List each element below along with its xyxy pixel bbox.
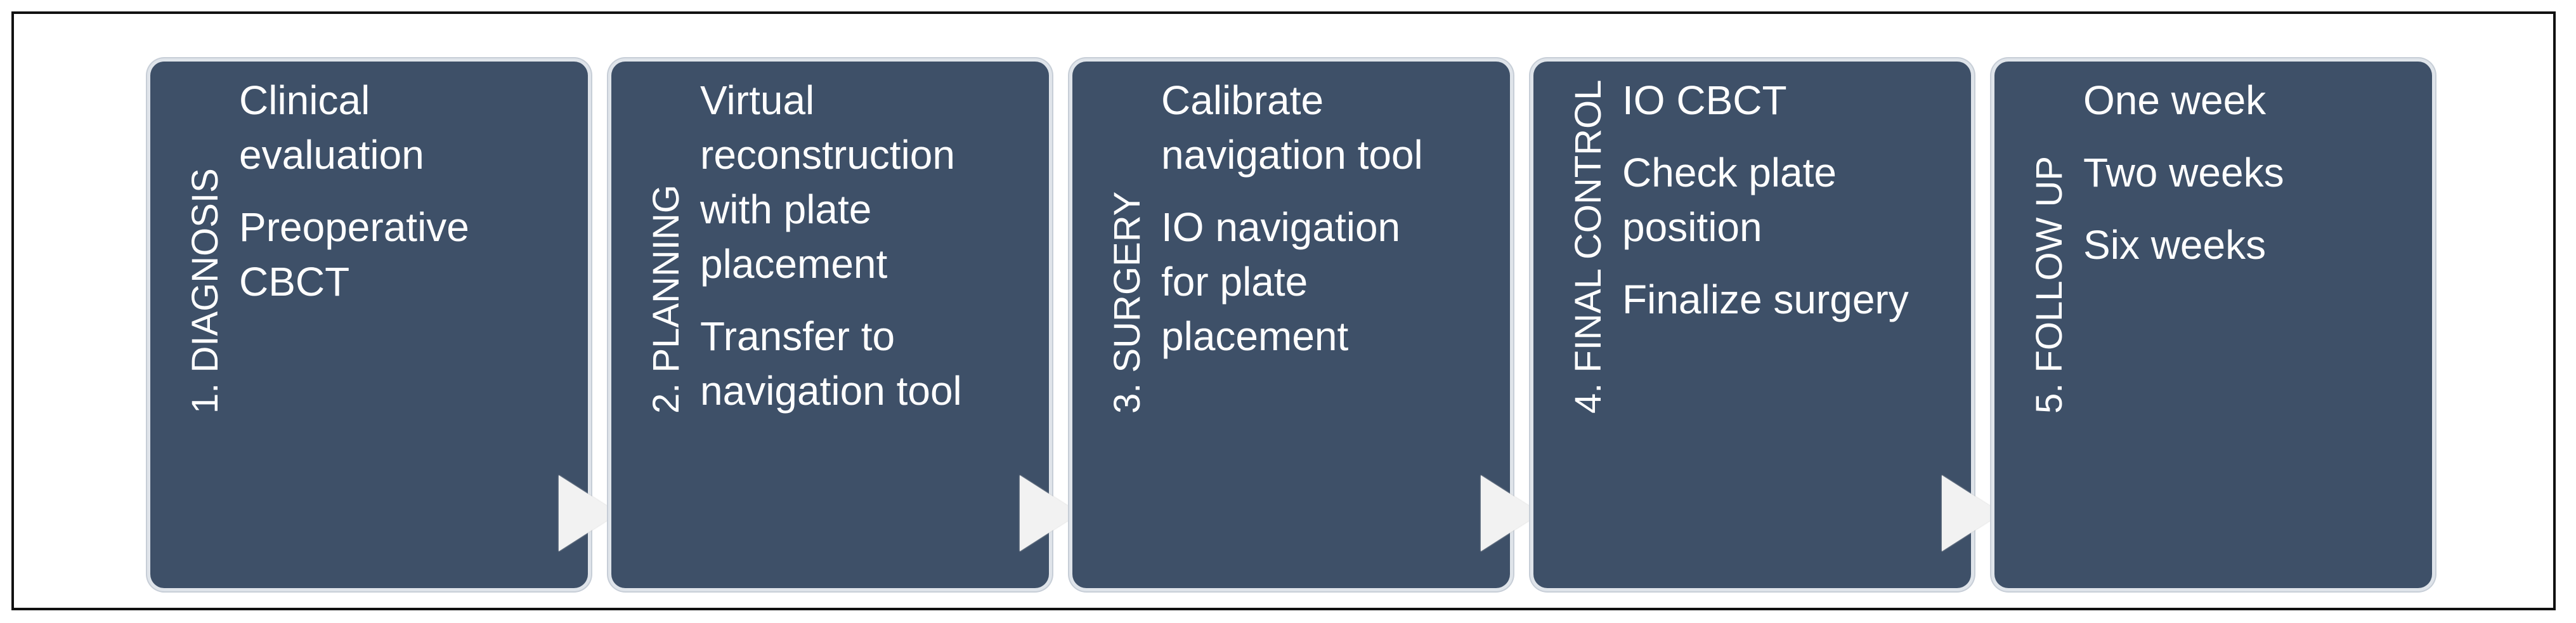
flow-arrow-icon bbox=[1020, 475, 1079, 551]
diagnosis-item-1: Clinical evaluation bbox=[239, 77, 424, 178]
step-follow-up-box: 5. FOLLOW UP One week Two weeks Six week… bbox=[1994, 62, 2432, 588]
follow-up-item-3: Six weeks bbox=[2083, 222, 2267, 268]
step-final-control-items: IO CBCT Check plate position Finalize su… bbox=[1622, 73, 1958, 344]
follow-up-item-1: One week bbox=[2083, 77, 2267, 123]
diagram-frame: 1. DIAGNOSIS Clinical evaluation Preoper… bbox=[11, 11, 2556, 610]
diagnosis-item-2: Preoperative CBCT bbox=[239, 204, 469, 305]
flow-arrow-icon bbox=[559, 475, 618, 551]
step-planning-title: 2. PLANNING bbox=[646, 185, 687, 414]
flow-arrow-icon bbox=[1481, 475, 1540, 551]
step-diagnosis-title: 1. DIAGNOSIS bbox=[185, 168, 226, 414]
surgery-item-1: Calibrate navigation tool bbox=[1161, 77, 1423, 178]
step-diagnosis-box: 1. DIAGNOSIS Clinical evaluation Preoper… bbox=[150, 62, 618, 588]
planning-item-1: Virtual reconstruction with plate placem… bbox=[700, 77, 955, 287]
surgery-item-2: IO navigation for plate placement bbox=[1161, 204, 1401, 359]
follow-up-item-2: Two weeks bbox=[2083, 150, 2284, 195]
flow-arrow-icon bbox=[1942, 475, 2001, 551]
step-final-control-title: 4. FINAL CONTROL bbox=[1568, 79, 1609, 414]
step-planning-items: Virtual reconstruction with plate placem… bbox=[700, 73, 1036, 436]
step-surgery-items: Calibrate navigation tool IO navigation … bbox=[1161, 73, 1497, 381]
final-control-item-1: IO CBCT bbox=[1622, 77, 1787, 123]
planning-item-2: Transfer to navigation tool bbox=[700, 313, 962, 414]
step-diagnosis-items: Clinical evaluation Preoperative CBCT bbox=[239, 73, 575, 327]
step-surgery-box: 3. SURGERY Calibrate navigation tool IO … bbox=[1072, 62, 1540, 588]
final-control-item-2: Check plate position bbox=[1622, 150, 1837, 250]
final-control-item-3: Finalize surgery bbox=[1622, 277, 1909, 322]
step-follow-up-title: 5. FOLLOW UP bbox=[2029, 155, 2070, 414]
step-planning-box: 2. PLANNING Virtual reconstruction with … bbox=[611, 62, 1079, 588]
step-surgery-title: 3. SURGERY bbox=[1107, 191, 1148, 414]
step-follow-up-items: One week Two weeks Six weeks bbox=[2083, 73, 2419, 290]
step-final-control-box: 4. FINAL CONTROL IO CBCT Check plate pos… bbox=[1533, 62, 2001, 588]
